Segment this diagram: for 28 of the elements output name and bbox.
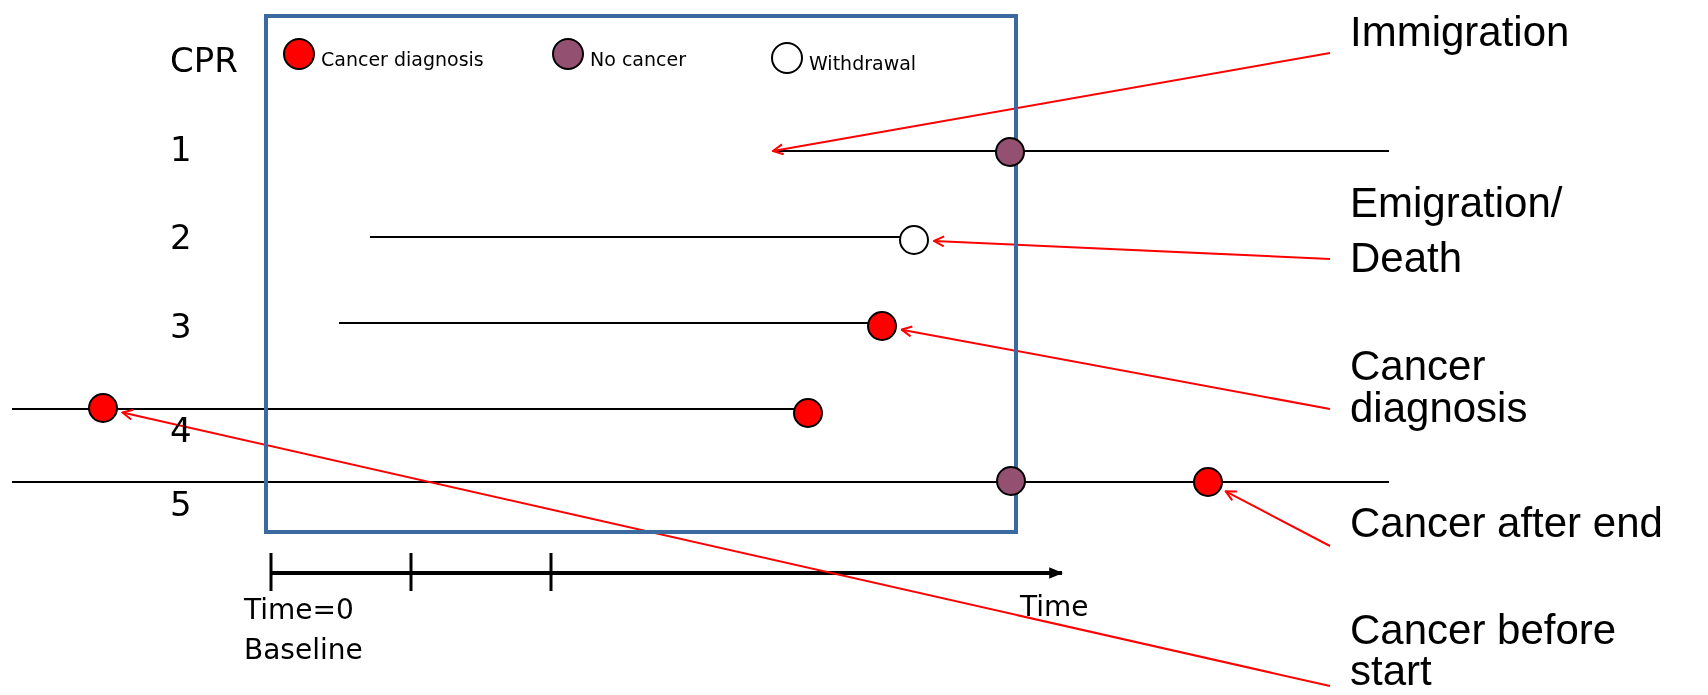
- legend-text: Withdrawal: [809, 52, 917, 74]
- event-dot: [88, 393, 118, 423]
- leader-arrow: [121, 408, 1331, 687]
- callout-text: Cancer after end: [1330, 499, 1708, 548]
- callout-text: Cancer before start: [1330, 609, 1660, 692]
- legend-text: No cancer: [590, 48, 686, 70]
- callout-text: Emigration/ Death: [1330, 176, 1630, 286]
- event-dot: [1193, 467, 1223, 497]
- axis-label: CPR: [170, 42, 238, 80]
- event-dot: [899, 225, 929, 255]
- event-dot: [793, 398, 823, 428]
- axis-label: Time: [1020, 592, 1089, 623]
- leader-arrow: [772, 52, 1331, 156]
- leader-arrow: [900, 325, 1331, 410]
- event-dot: [867, 311, 897, 341]
- legend-text: Cancer diagnosis: [321, 48, 484, 70]
- axis-label: 2: [170, 219, 192, 257]
- callout-text: Cancer diagnosis: [1330, 345, 1630, 429]
- leader-arrow: [1224, 490, 1331, 547]
- axis-label: 3: [170, 308, 192, 346]
- axis-label: 1: [170, 131, 192, 169]
- axis-label: 5: [170, 486, 192, 524]
- event-dot: [996, 466, 1026, 496]
- leader-arrow: [933, 235, 1331, 260]
- axis-label: Time=0: [244, 595, 354, 626]
- callout-text: Immigration: [1330, 8, 1630, 57]
- axis-label: Baseline: [244, 635, 363, 666]
- event-dot: [995, 137, 1025, 167]
